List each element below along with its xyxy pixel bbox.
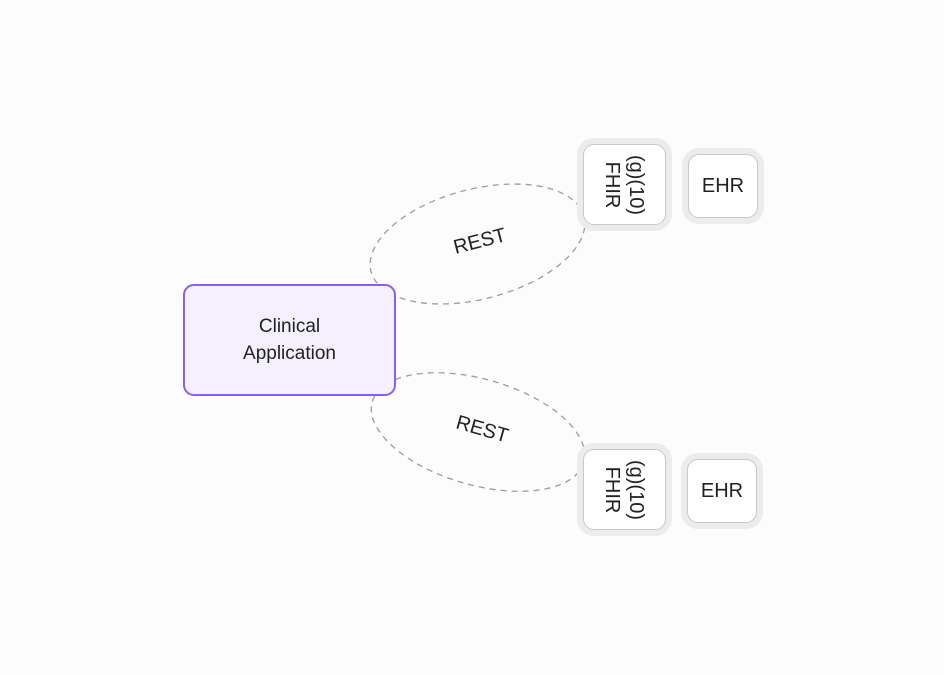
node-fhir-g10-bottom-body: (g)(10) FHIR (583, 449, 666, 530)
node-ehr-top-body: EHR (688, 154, 758, 218)
fhir-g10-bottom-label-fhir: FHIR (601, 466, 624, 513)
node-fhir-g10-bottom: (g)(10) FHIR (577, 443, 672, 536)
node-ehr-bottom: EHR (681, 453, 763, 529)
fhir-g10-top-label-fhir: FHIR (601, 161, 624, 208)
clinical-application-label-line1: Clinical (258, 316, 321, 337)
fhir-g10-top-rotated-label: (g)(10) FHIR (600, 154, 648, 214)
ehr-top-label: EHR (701, 174, 745, 197)
fhir-g10-bottom-label-g10: (g)(10) (625, 459, 648, 520)
fhir-g10-bottom-rotated-label: (g)(10) FHIR (600, 459, 648, 519)
node-ehr-bottom-body: EHR (687, 459, 757, 523)
ehr-bottom-label: EHR (700, 479, 744, 502)
node-clinical-application: Clinical Application (183, 284, 396, 396)
node-fhir-g10-top: (g)(10) FHIR (577, 138, 672, 231)
node-fhir-g10-top-body: (g)(10) FHIR (583, 144, 666, 225)
fhir-g10-top-label-g10: (g)(10) (625, 154, 648, 215)
node-ehr-top: EHR (682, 148, 764, 224)
clinical-application-label-line2: Application (243, 343, 336, 364)
